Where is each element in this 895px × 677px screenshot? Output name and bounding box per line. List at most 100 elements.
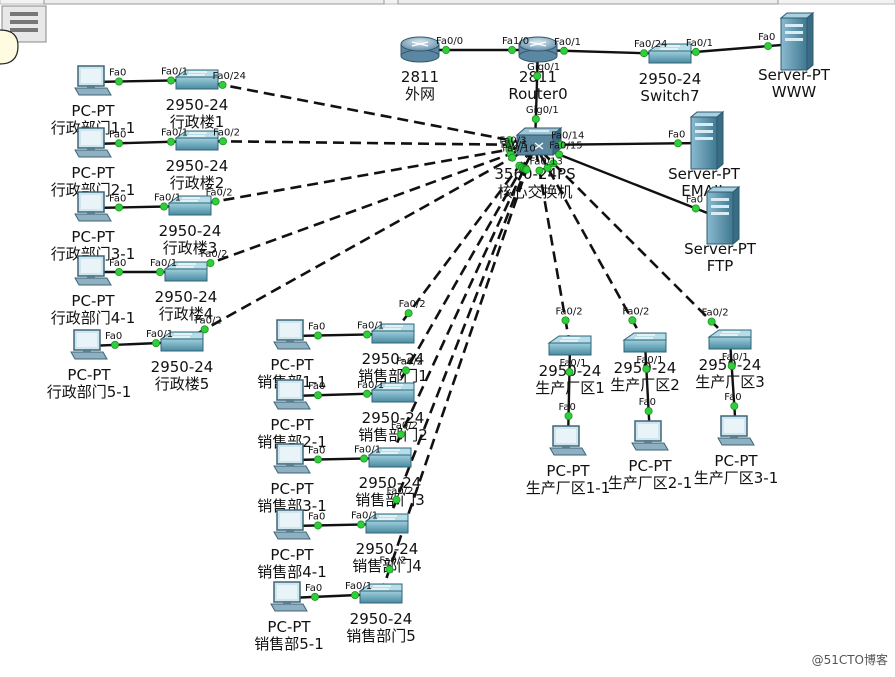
- port-label: Fa0/2: [200, 249, 227, 260]
- port-status-dot: [559, 46, 568, 55]
- link-sw_xs2-core[interactable]: [391, 144, 537, 394]
- port-status-dot: [522, 165, 531, 174]
- link-sw_sc1-core[interactable]: [533, 144, 572, 347]
- port-status-dot: [385, 565, 394, 574]
- port-label: Fa0/2: [379, 555, 406, 566]
- port-label: Fa0/2: [386, 486, 413, 497]
- link-sw_xz5-core[interactable]: [181, 143, 536, 344]
- port-status-dot: [310, 592, 319, 601]
- port-status-dot: [360, 454, 369, 463]
- port-status-dot: [565, 367, 574, 376]
- link-sw_sc2-core[interactable]: [533, 144, 647, 344]
- port-label: Fa0: [105, 331, 122, 342]
- port-status-dot: [218, 137, 227, 146]
- port-label: Fa0/15: [549, 141, 582, 152]
- port-status-dot: [351, 591, 360, 600]
- port-status-dot: [644, 407, 653, 416]
- port-status-dot: [561, 316, 570, 325]
- port-label: Fa0: [758, 32, 775, 43]
- port-status-dot: [764, 42, 773, 51]
- port-label: Fa0: [686, 194, 703, 205]
- device-model-label: 2950-24: [362, 409, 425, 427]
- port-label: Fa0: [109, 68, 126, 79]
- link-sw_sc3-core[interactable]: [534, 144, 731, 341]
- link-sw_xs1-core[interactable]: [391, 144, 537, 335]
- device-model-label: 2950-24: [166, 157, 229, 175]
- device-model-label: PC-PT: [270, 546, 314, 564]
- port-label: Fa0/5: [501, 140, 528, 151]
- palette-icon[interactable]: [0, 5, 47, 65]
- port-label: Fa0/1: [150, 258, 177, 269]
- port-status-dot: [206, 259, 215, 268]
- device-model-label: Server-PT: [684, 240, 757, 258]
- link-sw_xz2-core[interactable]: [196, 139, 536, 147]
- port-label: Fa0/3: [499, 136, 526, 147]
- port-status-dot: [160, 202, 169, 211]
- port-label: Fa0/1: [351, 511, 378, 522]
- device-name-label: 生产厂区3: [695, 373, 765, 391]
- device-name-label: 行政楼4: [159, 305, 214, 323]
- device-name-label: 行政部门4-1: [51, 309, 136, 327]
- port-status-dot: [396, 430, 405, 439]
- port-label: Fa0: [305, 583, 322, 594]
- port-label: Fa0: [109, 129, 126, 140]
- link-sw_xz4-core[interactable]: [185, 143, 536, 274]
- port-label: Fa0: [559, 402, 576, 413]
- port-label: Fa0/2: [396, 356, 423, 367]
- port-label: Fa0/2: [622, 306, 649, 317]
- link-sw_xz3-core[interactable]: [189, 143, 536, 208]
- link-sw_xs5-core[interactable]: [379, 144, 537, 595]
- port-status-dot: [730, 402, 739, 411]
- device-model-label: PC-PT: [267, 618, 311, 636]
- port-status-dot: [115, 267, 124, 276]
- device-model-label: 3560-24PS: [494, 165, 575, 183]
- device-name-label: 销售部5-1: [254, 635, 324, 653]
- device-name-label: 行政部门5-1: [47, 383, 132, 401]
- device-model-label: PC-PT: [546, 462, 590, 480]
- port-label: Fa1/0: [502, 36, 529, 47]
- device-router0[interactable]: 2811Router0: [508, 36, 568, 103]
- port-status-dot: [642, 364, 651, 373]
- link-core-ftp[interactable]: [534, 143, 721, 220]
- port-status-dot: [531, 115, 540, 124]
- port-label: Fa0: [668, 129, 685, 140]
- port-status-dot: [167, 137, 176, 146]
- port-label: Fa0/2: [391, 420, 418, 431]
- device-model-label: PC-PT: [270, 480, 314, 498]
- port-label: Fa0/1: [345, 581, 372, 592]
- port-status-dot: [691, 204, 700, 213]
- device-name-label: 行政楼2: [170, 174, 225, 192]
- device-model-label: PC-PT: [628, 457, 672, 475]
- port-dots-layer: [110, 42, 773, 601]
- port-status-dot: [533, 71, 542, 80]
- link-sw_xz1-core[interactable]: [196, 78, 536, 147]
- link-sw_xs3-core[interactable]: [388, 144, 537, 459]
